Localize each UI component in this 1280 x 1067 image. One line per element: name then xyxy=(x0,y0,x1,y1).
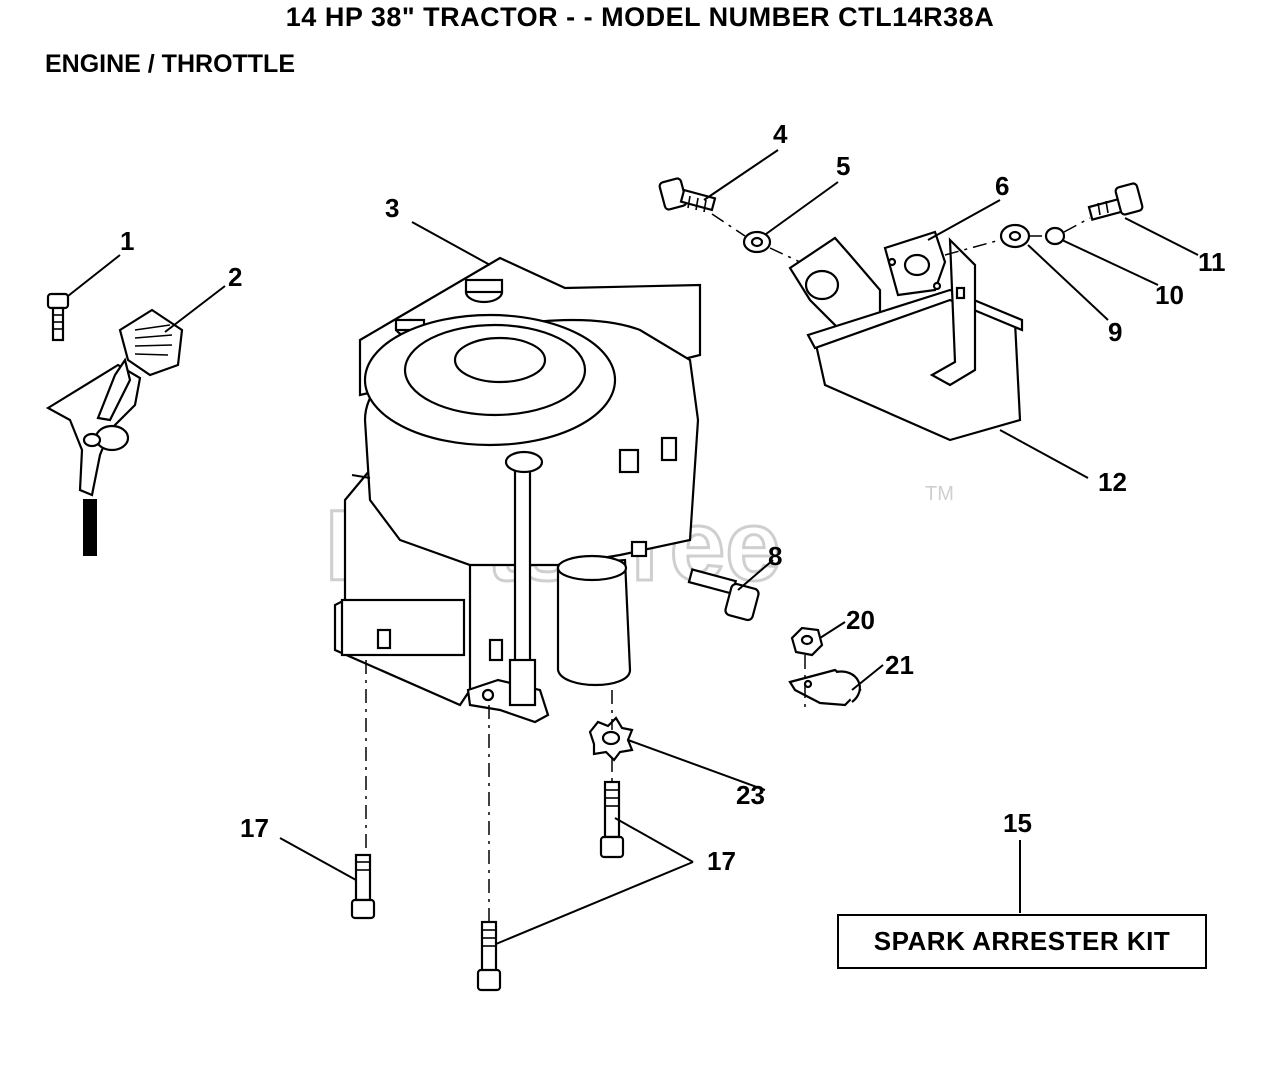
callout-17-right[interactable]: 17 xyxy=(707,846,736,876)
alignment-lines xyxy=(365,213,1091,922)
callout-1[interactable]: 1 xyxy=(120,226,134,256)
part-5-washer-hole xyxy=(750,236,764,248)
part-17-bolt-middle[interactable] xyxy=(599,780,625,859)
part-4-bolt[interactable] xyxy=(658,177,717,213)
callout-6[interactable]: 6 xyxy=(995,171,1009,201)
callout-11[interactable]: 11 xyxy=(1198,247,1226,277)
callout-21[interactable]: 21 xyxy=(885,650,914,680)
callout-10[interactable]: 10 xyxy=(1155,280,1184,310)
callout-17-left[interactable]: 17 xyxy=(240,813,269,843)
callout-20[interactable]: 20 xyxy=(846,605,875,635)
callout-8[interactable]: 8 xyxy=(768,541,782,571)
part-1-bolt[interactable] xyxy=(46,292,70,342)
callouts: 1 2 3 4 5 6 8 9 10 11 12 15 17 17 20 21 … xyxy=(120,119,1226,876)
part-8-bolt[interactable] xyxy=(687,568,760,622)
part-9-washer-hole xyxy=(1008,230,1022,242)
part-2-throttle-control[interactable] xyxy=(45,308,184,556)
part-11-bolt[interactable] xyxy=(1087,182,1144,221)
part-3-engine[interactable] xyxy=(333,256,702,724)
part-21-clamp[interactable] xyxy=(788,668,862,707)
spark-arrester-kit-label[interactable]: SPARK ARRESTER KIT xyxy=(837,914,1207,969)
part-6-gasket[interactable] xyxy=(883,230,947,297)
section-title: ENGINE / THROTTLE xyxy=(45,50,295,78)
diagram-title: 14 HP 38" TRACTOR - - MODEL NUMBER CTL14… xyxy=(285,2,995,32)
callout-15[interactable]: 15 xyxy=(1003,808,1032,838)
callout-23[interactable]: 23 xyxy=(736,780,765,810)
part-20-nut[interactable] xyxy=(790,626,824,657)
watermark-tm: TM xyxy=(925,483,954,505)
part-12-muffler[interactable] xyxy=(788,236,1024,442)
callout-2[interactable]: 2 xyxy=(228,262,242,292)
callout-12[interactable]: 12 xyxy=(1098,467,1127,497)
part-23-star-washer[interactable] xyxy=(588,716,634,762)
part-17-bolt-lower[interactable] xyxy=(476,920,502,992)
leader-lines xyxy=(67,149,1199,945)
part-10-lock-washer[interactable] xyxy=(1044,226,1066,246)
part-17-bolt-left[interactable] xyxy=(350,853,376,920)
callout-3[interactable]: 3 xyxy=(385,193,399,223)
callout-5[interactable]: 5 xyxy=(836,151,850,181)
callout-9[interactable]: 9 xyxy=(1108,317,1122,347)
callout-4[interactable]: 4 xyxy=(773,119,788,149)
